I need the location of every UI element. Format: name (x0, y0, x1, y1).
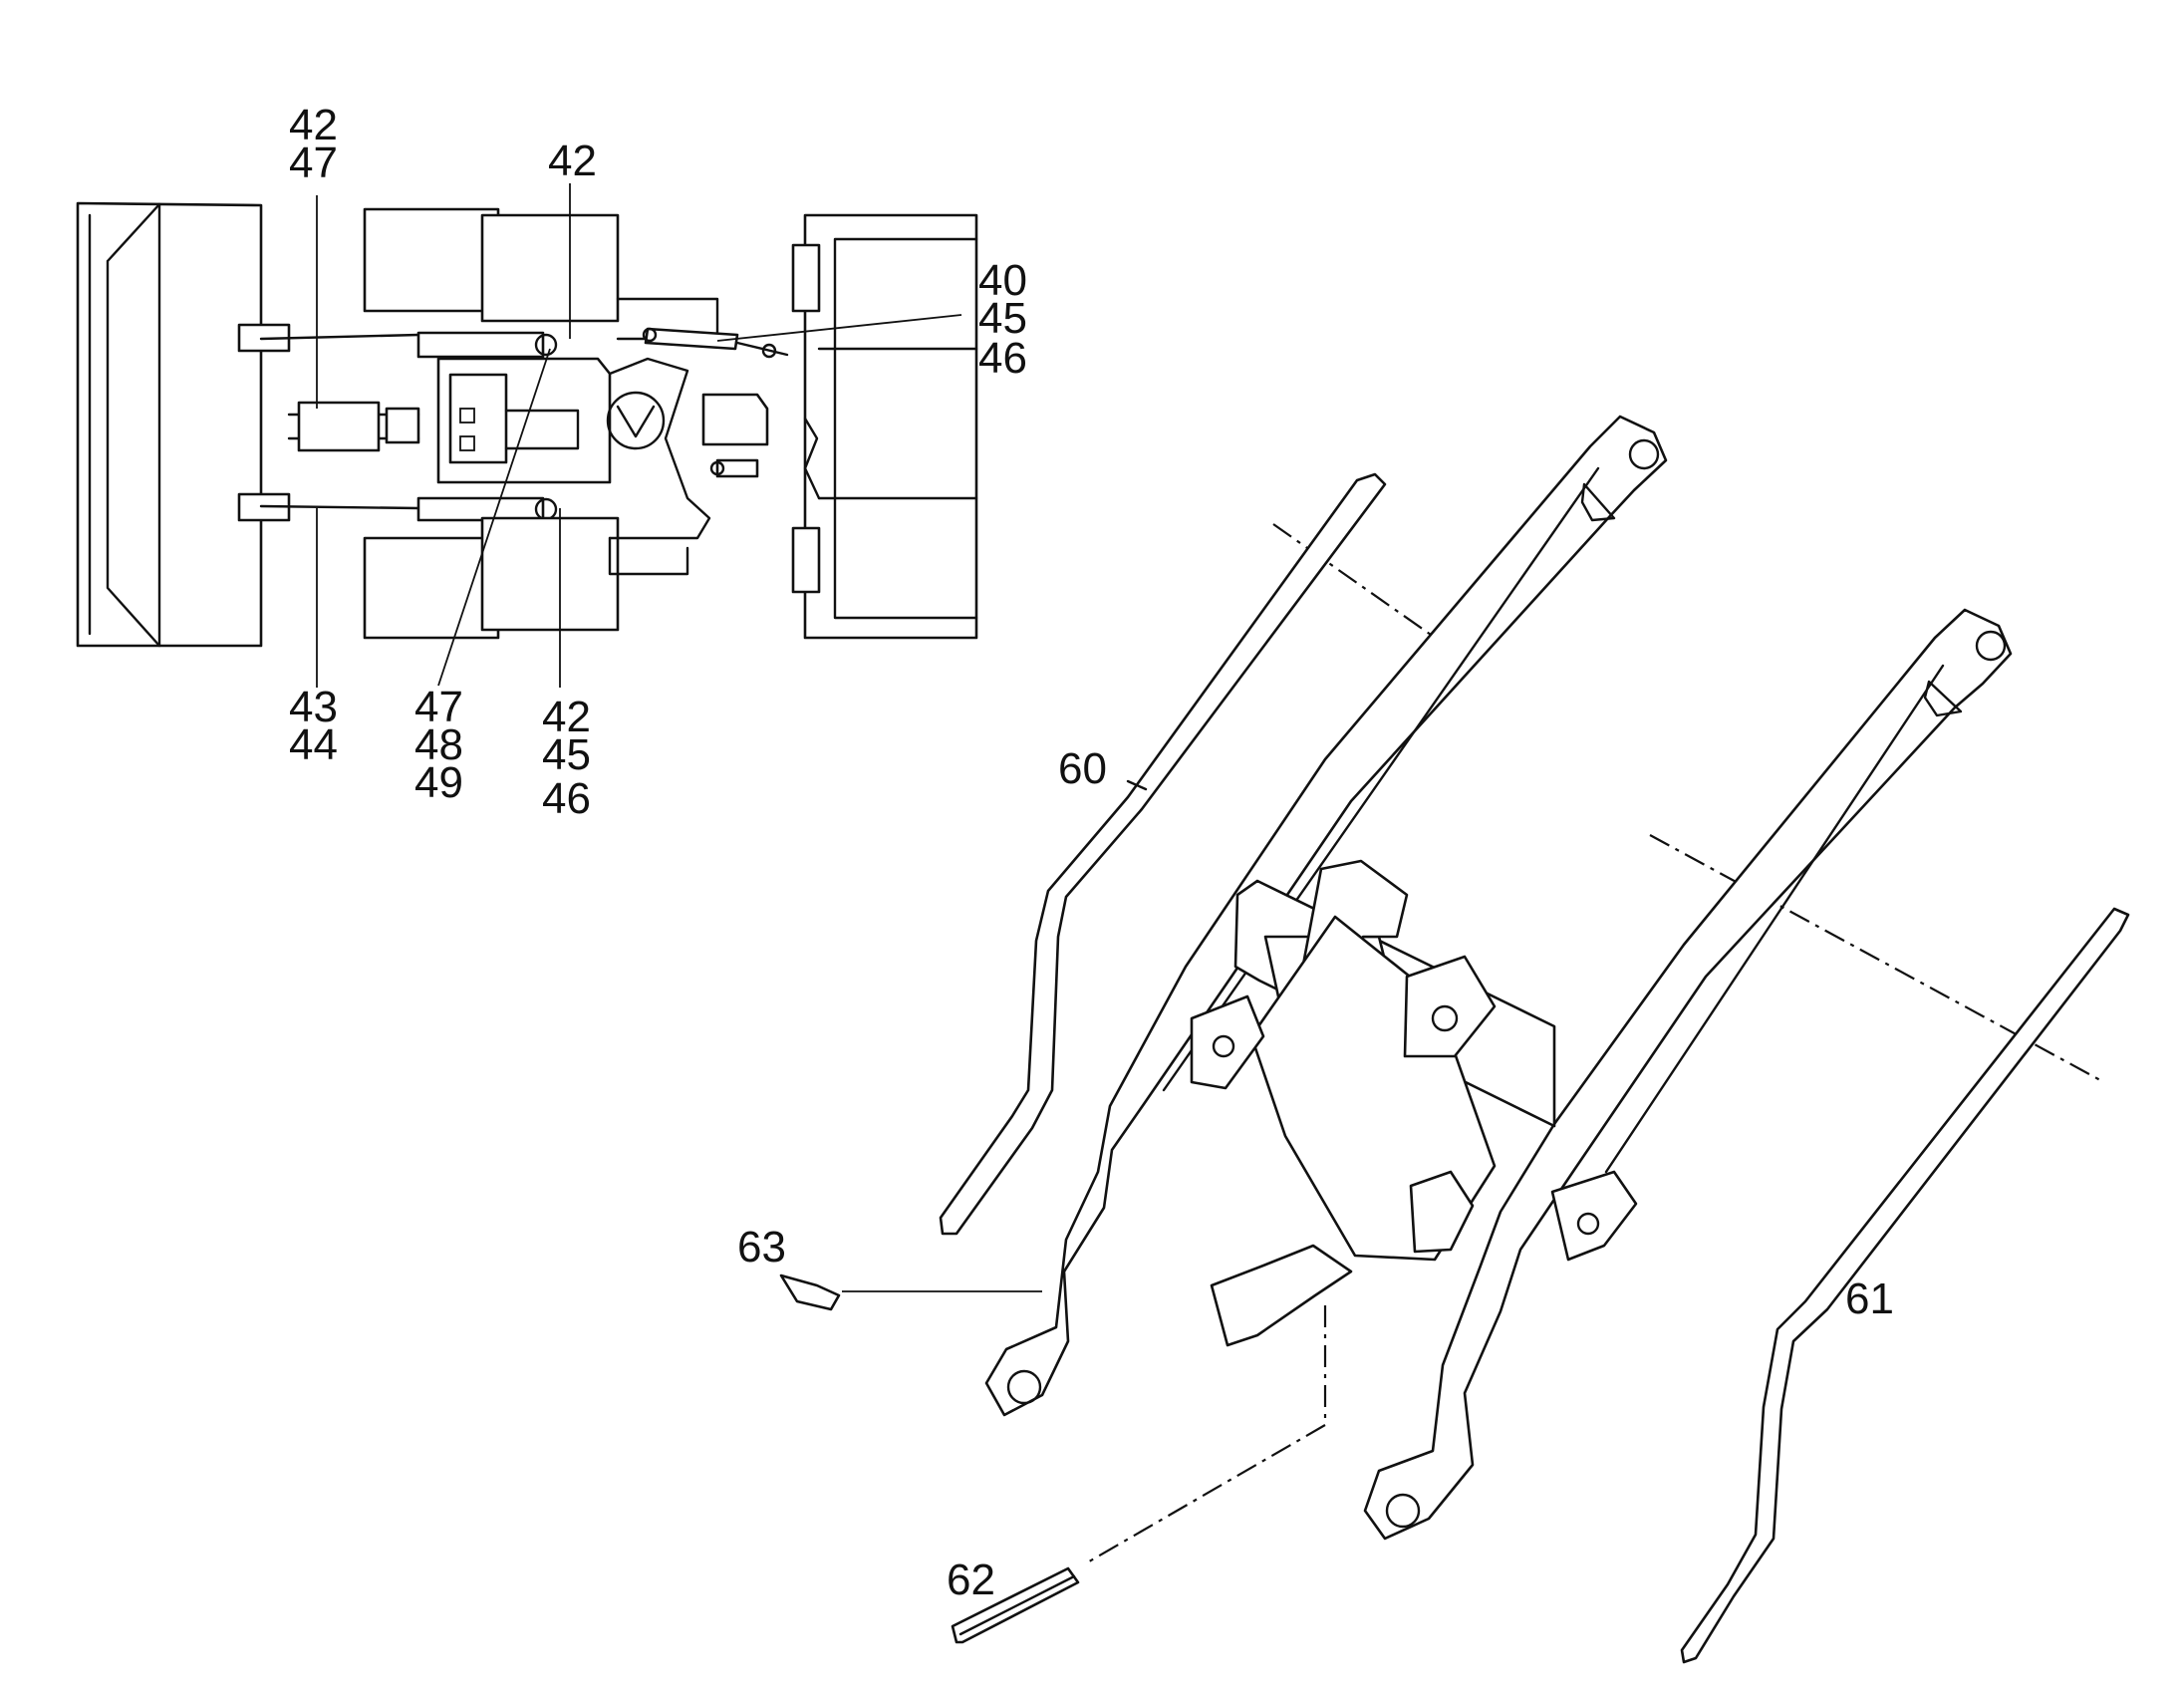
callout-62: 62 (947, 1556, 995, 1604)
callout-47-bottom: 47 (414, 683, 463, 731)
callout-63: 63 (737, 1223, 786, 1272)
callout-49: 49 (414, 758, 463, 807)
callout-42-bottom: 42 (542, 693, 591, 741)
callout-labels: 42 47 42 40 45 46 43 44 47 48 49 42 45 4… (289, 101, 1894, 1604)
top-view-leaders (316, 183, 962, 688)
callout-47-top: 47 (289, 139, 338, 187)
callout-42-mid: 42 (548, 137, 597, 185)
callout-46-bottom: 46 (542, 774, 591, 823)
loader-arm-assembly (779, 415, 2130, 1664)
callout-45-right: 45 (978, 294, 1027, 343)
callout-61: 61 (1845, 1274, 1894, 1323)
callout-40: 40 (978, 256, 1027, 305)
callout-48: 48 (414, 720, 463, 769)
callout-43: 43 (289, 683, 338, 731)
callout-44: 44 (289, 720, 338, 769)
callout-45-bottom: 45 (542, 730, 591, 779)
callout-46-right: 46 (978, 334, 1027, 383)
machine-top-view (76, 201, 978, 648)
callout-42-top: 42 (289, 101, 338, 149)
callout-60: 60 (1058, 744, 1107, 793)
